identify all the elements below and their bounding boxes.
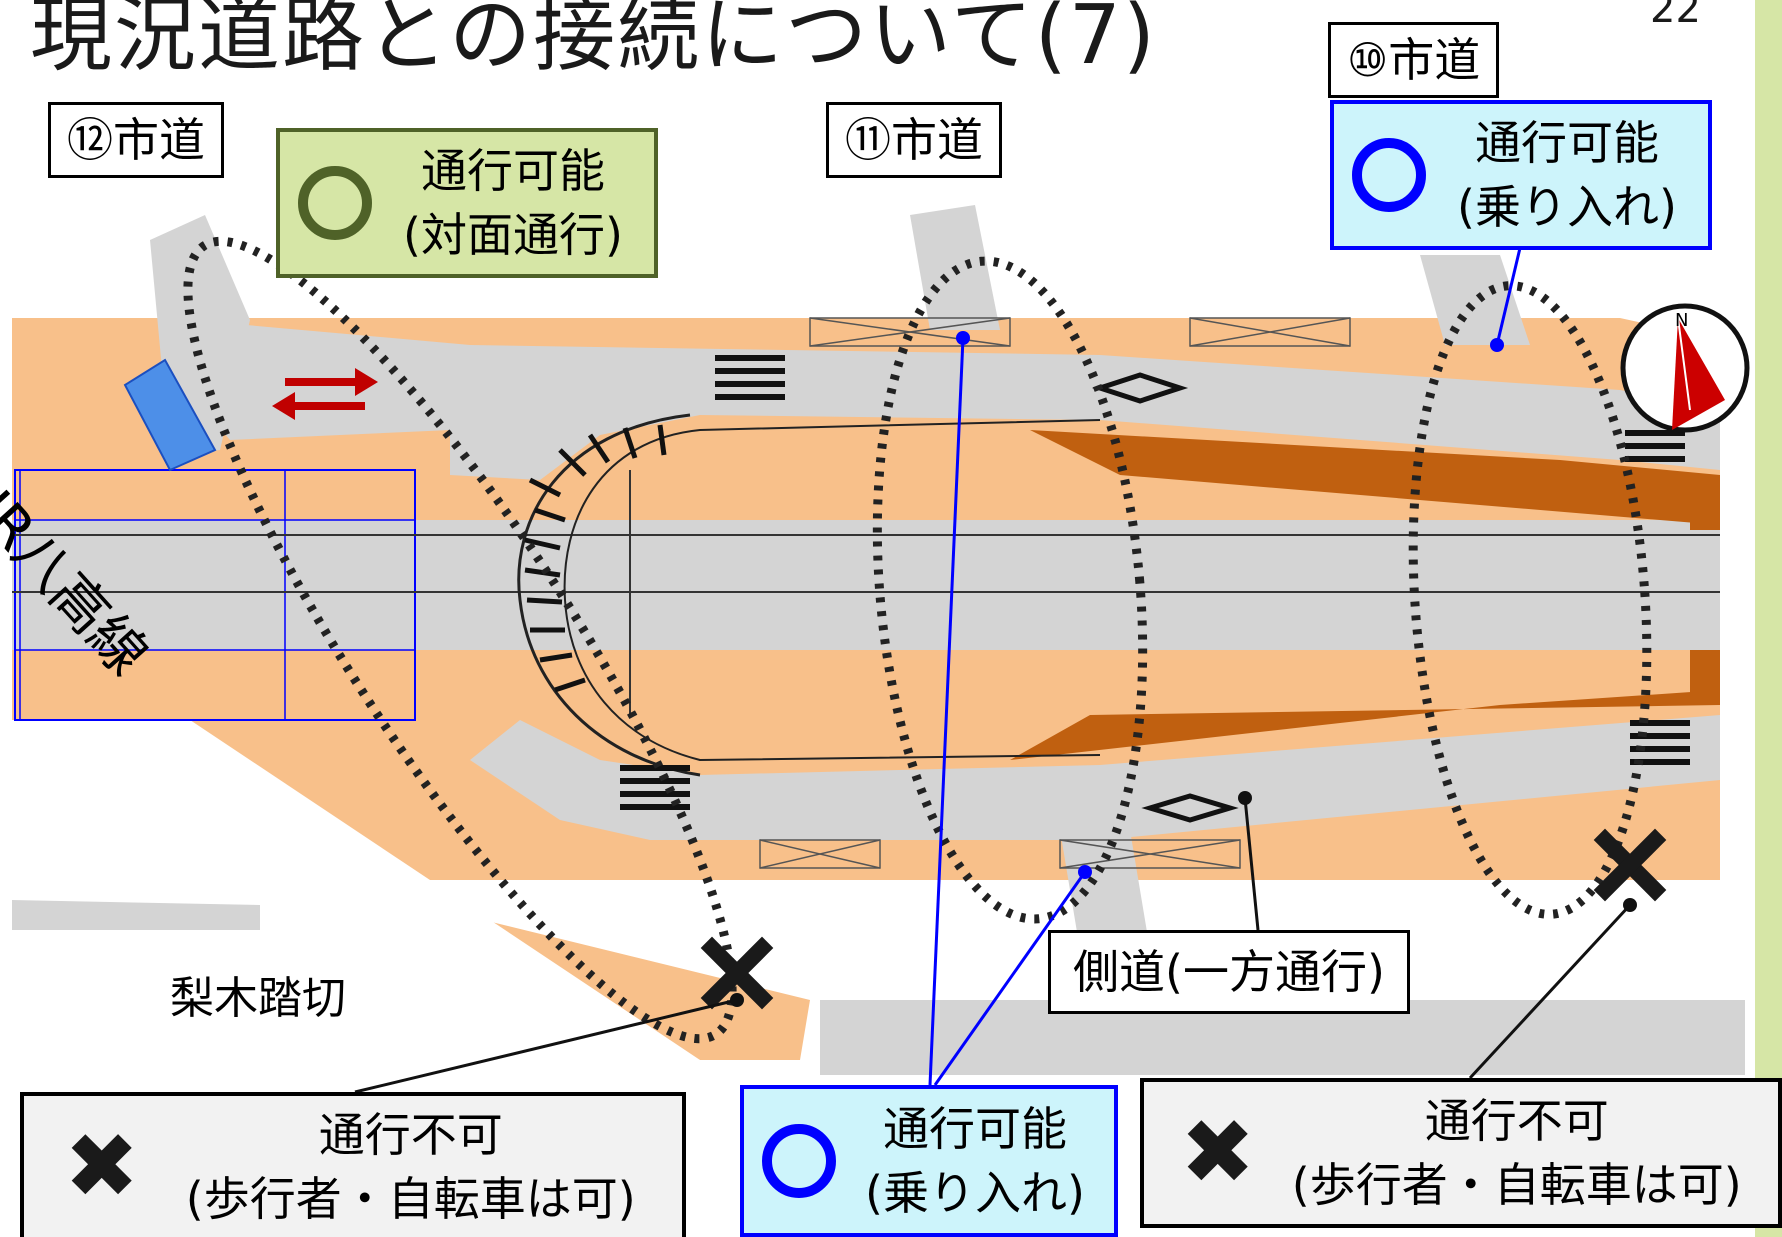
- status-box-road10: 通行可能 (乗り入れ): [1330, 100, 1712, 250]
- crossing-label: 梨木踏切: [170, 973, 346, 1024]
- leader-side-road: [1243, 797, 1260, 931]
- blue-structure: [123, 358, 217, 472]
- x-mark-crossing: [700, 936, 774, 1010]
- main-road-center: [12, 520, 1720, 650]
- road-label-10: ⑩市道: [1328, 22, 1500, 98]
- jr-bridge: [14, 469, 416, 721]
- status-box-road11: 通行可能 (乗り入れ): [740, 1085, 1118, 1237]
- status-line2: (乗り入れ): [865, 1166, 1085, 1220]
- status-line2: (歩行者・自転車は可): [1291, 1158, 1742, 1212]
- cross-icon: ✖: [1180, 1100, 1256, 1205]
- dotted-ellipse-11: [872, 256, 1148, 924]
- road-label-11: ⑪市道: [826, 102, 1002, 178]
- leader-crossing: [354, 998, 738, 1094]
- two-way-arrows: [272, 368, 378, 420]
- crosswalk-top: [715, 355, 785, 400]
- diamond-marking-bottom: [1141, 793, 1239, 823]
- leader-bottom-11: [933, 871, 1087, 1086]
- page-number: 22: [1650, 0, 1701, 32]
- status-line1: 通行不可: [1424, 1093, 1609, 1148]
- uturn-curve-outer: [517, 413, 701, 777]
- x-mark-right: [1593, 828, 1667, 902]
- cross-icon: ✖: [64, 1114, 140, 1219]
- road-bottom-lower: [820, 1000, 1745, 1075]
- compass-letter: N: [1675, 310, 1689, 331]
- leader-right-x: [1468, 903, 1632, 1080]
- status-line1: 通行可能: [883, 1101, 1067, 1156]
- status-line1: 通行不可: [318, 1107, 503, 1162]
- circle-icon: [762, 1124, 836, 1198]
- status-box-right: ✖ 通行不可 (歩行者・自転車は可): [1140, 1078, 1782, 1228]
- dark-wedge-bottom: [1010, 690, 1720, 760]
- side-road-top: [170, 320, 1720, 480]
- status-line1: 通行可能: [1475, 115, 1659, 170]
- right-edge-strip: [1755, 0, 1782, 1237]
- status-line2: (歩行者・自転車は可): [185, 1172, 636, 1226]
- dotted-ellipse-12: [183, 236, 737, 1044]
- circle-icon: [298, 166, 372, 240]
- dark-wedge-top: [1030, 430, 1720, 525]
- compass-icon: [1620, 303, 1750, 433]
- side-road-bottom: [470, 715, 1720, 840]
- road-label-12: ⑫市道: [48, 102, 224, 178]
- crosswalk-right: [1625, 430, 1690, 765]
- status-box-face-to-face: 通行可能 (対面通行): [276, 128, 658, 278]
- status-line1: 通行可能: [421, 143, 605, 198]
- status-line2: (対面通行): [403, 208, 623, 262]
- road-bottom-connector: [1060, 830, 1150, 950]
- status-line2: (乗り入れ): [1457, 180, 1677, 234]
- circle-icon: [1352, 138, 1426, 212]
- leader-10: [1495, 247, 1522, 346]
- diamond-marking-top: [1091, 372, 1189, 404]
- dotted-ellipse-10: [1408, 281, 1652, 919]
- leader-top-11: [928, 337, 965, 1086]
- side-road-label: 側道(一方通行): [1048, 930, 1410, 1014]
- page-title: 現況道路との接続について(7): [30, 0, 1157, 83]
- status-box-crossing: ✖ 通行不可 (歩行者・自転車は可): [20, 1092, 686, 1237]
